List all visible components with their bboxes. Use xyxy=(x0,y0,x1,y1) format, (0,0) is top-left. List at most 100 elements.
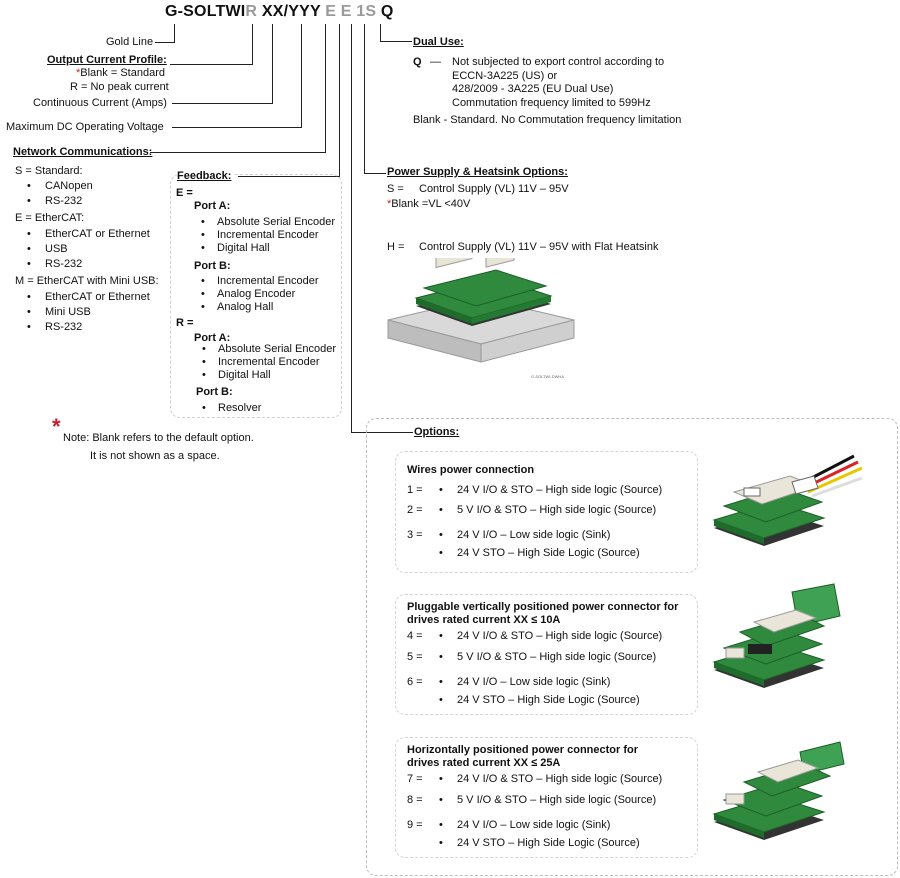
option-text: 5 V I/O & STO – High side logic (Source) xyxy=(457,651,657,663)
option-row: •24 V STO – High Side Logic (Source) xyxy=(407,547,687,561)
option-row: •24 V STO – High Side Logic (Source) xyxy=(407,694,687,708)
dual-use-line: Not subjected to export control accordin… xyxy=(452,56,665,68)
option-row: 5 = • 5 V I/O & STO – High side logic (Sou… xyxy=(407,651,687,665)
option-text: 24 V I/O & STO – High side logic (Source… xyxy=(457,630,663,642)
list-item: Absolute Serial Encoder xyxy=(195,216,335,229)
feedback-e-port-b-list: Incremental Encoder Analog Encoder Analo… xyxy=(195,275,319,314)
bullet: • xyxy=(439,651,443,663)
option-num: 3 = xyxy=(407,529,423,541)
list-item: RS-232 xyxy=(15,257,159,272)
option-row: 4 =•24 V I/O & STO – High side logic (So… xyxy=(407,630,687,644)
option-row: 9 =•24 V I/O – Low side logic (Sink) xyxy=(407,819,687,833)
option-text: 5 V I/O & STO – High side logic (Source) xyxy=(457,504,657,516)
option-group-title: Wires power connection xyxy=(407,464,535,476)
feedback-r-port-a-list: Absolute Serial Encoder Incremental Enco… xyxy=(196,343,336,382)
power-supply-header: Power Supply & Heatsink Options: xyxy=(387,166,568,178)
dual-use-header: Dual Use: xyxy=(413,36,464,48)
blank-standard-line: *Blank = Standard xyxy=(76,67,165,79)
bullet: • xyxy=(439,837,443,849)
ps-blank-line: *Blank =VL <40V xyxy=(387,198,470,210)
feedback-e-port-b: Port B: xyxy=(194,260,231,272)
list-item: Absolute Serial Encoder xyxy=(196,343,336,356)
pn-seg-7: E xyxy=(325,3,337,20)
horizontal-connector-image xyxy=(704,734,864,852)
network-header: Network Communications: xyxy=(13,146,153,158)
pn-seg-11: 1 xyxy=(356,3,366,20)
note-line-1: Note: Blank refers to the default option… xyxy=(63,432,254,444)
note-line-2: It is not shown as a space. xyxy=(90,450,220,462)
option-group-title: Horizontally positioned power connector … xyxy=(407,744,638,770)
option-text: 24 V I/O & STO – High side logic (Source… xyxy=(457,773,663,785)
network-group-items: EtherCAT or Ethernet USB RS-232 xyxy=(15,227,159,272)
option-num: 1 = xyxy=(407,484,423,496)
vertical-connector-image xyxy=(704,582,864,700)
option-text: 24 V I/O & STO – High side logic (Source… xyxy=(457,484,663,496)
option-group-title: Pluggable vertically positioned power co… xyxy=(407,601,678,627)
default-star-icon: * xyxy=(387,198,392,210)
ps-s-text: Control Supply (VL) 11V – 95V xyxy=(419,183,569,195)
heatsink-image-caption: G-SOLTWI-DWHA xyxy=(531,374,564,379)
option-group-wires xyxy=(395,451,698,573)
option-num: 2 = xyxy=(407,504,423,516)
list-item: RS-232 xyxy=(15,320,159,335)
option-num: 5 = xyxy=(407,651,423,663)
feedback-box xyxy=(170,174,342,418)
ps-h-label: H = xyxy=(387,241,405,253)
list-item: Incremental Encoder xyxy=(196,356,336,369)
pn-seg-3: XX xyxy=(261,3,284,20)
note-star-icon: * xyxy=(52,414,61,439)
list-item: Resolver xyxy=(196,402,261,415)
option-num: 8 = xyxy=(407,794,423,806)
dual-use-line: 428/2009 - 3A225 (EU Dual Use) xyxy=(452,83,614,95)
option-row: 1 =•24 V I/O & STO – High side logic (So… xyxy=(407,484,687,498)
options-box xyxy=(366,418,898,876)
pn-seg-5: YYY xyxy=(288,3,321,20)
option-text: 24 V I/O – Low side logic (Sink) xyxy=(457,676,611,688)
option-num: 9 = xyxy=(407,819,423,831)
bullet: • xyxy=(439,773,443,785)
dual-use-q-label: Q xyxy=(413,56,422,68)
list-item: USB xyxy=(15,242,159,257)
option-num: 6 = xyxy=(407,676,423,688)
option-text: 5 V I/O & STO – High side logic (Source) xyxy=(457,794,657,806)
option-group-title-line: Pluggable vertically positioned power co… xyxy=(407,601,679,613)
list-item: Analog Encoder xyxy=(195,288,319,301)
ps-blank-text: Blank =VL <40V xyxy=(391,198,471,210)
gold-line-label: Gold Line xyxy=(106,36,154,48)
list-item: EtherCAT or Ethernet xyxy=(15,290,159,305)
network-group-items: CANopen RS-232 xyxy=(15,179,159,209)
network-group-label: M = EtherCAT with Mini USB: xyxy=(15,275,159,287)
bullet: • xyxy=(439,529,443,541)
option-group-horizontal xyxy=(395,737,698,858)
part-number: G-SOLTWIR XX/YYY E E 1S Q xyxy=(165,3,394,21)
feedback-r-port-b: Port B: xyxy=(196,386,233,398)
pn-seg-0: G-SOLTWI xyxy=(165,3,246,20)
max-voltage-label: Maximum DC Operating Voltage xyxy=(6,121,164,133)
feedback-e-port-a-list: Absolute Serial Encoder Incremental Enco… xyxy=(195,216,335,255)
option-row: 7 = • 24 V I/O & STO – High side logic (So… xyxy=(407,773,687,787)
option-group-title-line: Horizontally positioned power connector … xyxy=(407,744,639,756)
bullet: • xyxy=(439,694,443,706)
network-group-items: EtherCAT or Ethernet Mini USB RS-232 xyxy=(15,290,159,335)
list-item: Digital Hall xyxy=(196,369,336,382)
list-item: CANopen xyxy=(15,179,159,194)
bullet: • xyxy=(439,630,443,642)
list-item: Digital Hall xyxy=(195,242,335,255)
option-group-title-line: drives rated current XX ≤ 25A xyxy=(407,757,561,769)
option-group-title-line: drives rated current XX ≤ 10A xyxy=(407,614,561,626)
option-num: 7 = xyxy=(407,773,423,785)
default-star-icon: * xyxy=(76,67,81,79)
output-current-header: Output Current Profile: xyxy=(47,54,167,66)
pn-seg-1: R xyxy=(245,3,258,20)
continuous-current-label: Continuous Current (Amps) xyxy=(33,97,167,109)
pn-seg-14: Q xyxy=(380,3,394,20)
bullet: • xyxy=(439,676,443,688)
pn-seg-9: E xyxy=(340,3,352,20)
bullet: • xyxy=(439,504,443,516)
list-item: RS-232 xyxy=(15,194,159,209)
dual-use-q-dash: — xyxy=(430,56,441,68)
option-text: 24 V I/O – Low side logic (Sink) xyxy=(457,529,611,541)
dual-use-q-text: Not subjected to export control accordin… xyxy=(452,56,664,110)
options-header: Options: xyxy=(414,426,460,438)
wire-connector-image xyxy=(704,448,864,558)
